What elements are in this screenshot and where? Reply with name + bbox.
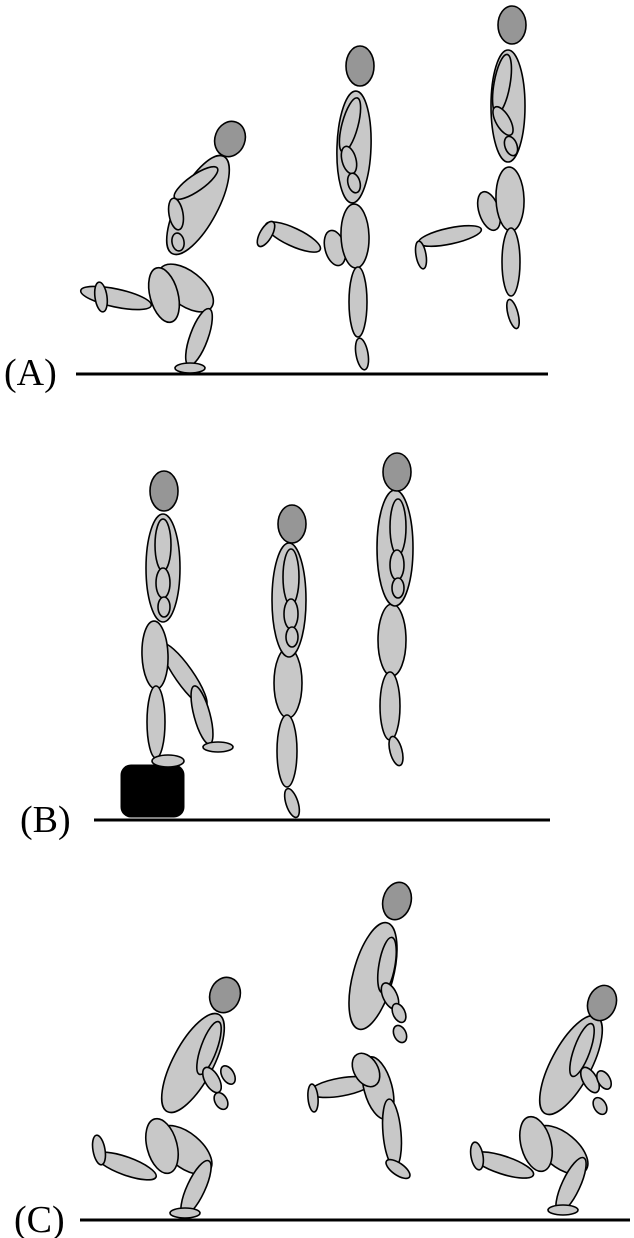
forearm: [167, 197, 185, 231]
rear-foot: [414, 240, 428, 270]
upper-arm: [569, 1022, 595, 1078]
hip: [518, 1115, 554, 1173]
forearm: [155, 567, 171, 599]
rear-thigh: [79, 285, 153, 311]
hand-2: [592, 1096, 608, 1116]
hand: [391, 1002, 407, 1024]
step-box: [120, 764, 185, 818]
front-foot: [354, 337, 370, 371]
support-thigh: [141, 620, 169, 690]
upper-arm: [154, 518, 172, 572]
panel-a-figure-3: [414, 5, 527, 330]
torso: [165, 154, 231, 256]
front-shin: [348, 266, 368, 338]
hip: [351, 1052, 381, 1088]
panel-a-figure-1: [79, 120, 247, 374]
panel-c: (C): [14, 881, 630, 1238]
foot: [283, 787, 301, 819]
swing-foot: [202, 741, 234, 753]
panel-c-figure-2: [307, 881, 413, 1180]
hand: [503, 135, 519, 157]
hand: [346, 172, 362, 194]
swing-shin: [190, 685, 214, 745]
hand: [171, 232, 185, 252]
panel-a-label: (A): [4, 352, 57, 394]
front-foot: [506, 298, 520, 330]
hip: [147, 266, 181, 324]
rear-foot: [91, 1134, 107, 1166]
forearm: [492, 105, 514, 137]
panel-b-label: (B): [20, 799, 71, 841]
upper-arm: [282, 548, 300, 606]
support-foot: [151, 754, 185, 768]
front-shin: [381, 1098, 403, 1168]
panel-c-figure-3: [469, 984, 618, 1216]
head: [382, 452, 412, 492]
shin: [379, 671, 401, 741]
head: [149, 470, 179, 512]
rear-foot: [307, 1083, 319, 1113]
rear-foot: [469, 1141, 485, 1171]
head: [381, 881, 413, 921]
hand-2: [213, 1091, 229, 1111]
upper-arm: [196, 1020, 222, 1076]
shin: [276, 714, 298, 788]
panel-b-figure-1: [141, 470, 234, 768]
front-foot: [169, 1207, 201, 1219]
hip: [144, 1117, 180, 1175]
head: [586, 984, 618, 1022]
support-shin: [146, 685, 166, 759]
rear-thigh: [417, 224, 483, 248]
front-shin: [501, 227, 521, 297]
front-foot: [385, 1158, 411, 1180]
panel-b: (B): [20, 452, 550, 841]
thigh: [377, 603, 407, 677]
front-foot: [547, 1204, 579, 1216]
panel-a-figure-2: [256, 45, 375, 371]
hand: [391, 577, 405, 599]
forearm: [389, 549, 405, 581]
panel-c-figure-1: [91, 976, 242, 1219]
panel-c-label: (C): [14, 1199, 65, 1238]
head: [208, 976, 242, 1014]
hand-2: [392, 1024, 408, 1044]
hand: [157, 596, 171, 618]
hand: [285, 626, 299, 648]
front-shin: [184, 307, 214, 367]
forearm: [283, 598, 299, 630]
thigh: [273, 647, 303, 719]
panel-b-figure-2: [271, 504, 307, 819]
head: [213, 120, 247, 158]
front-foot: [174, 362, 206, 374]
rear-foot: [93, 281, 109, 313]
hand: [219, 1065, 237, 1085]
panel-a: (A): [4, 5, 548, 394]
upper-arm: [389, 498, 407, 556]
head: [497, 5, 527, 45]
panel-b-figure-3: [376, 452, 414, 767]
hand: [595, 1070, 613, 1090]
head: [345, 45, 375, 87]
head: [277, 504, 307, 544]
foot: [388, 735, 404, 767]
rear-foot: [256, 220, 276, 248]
